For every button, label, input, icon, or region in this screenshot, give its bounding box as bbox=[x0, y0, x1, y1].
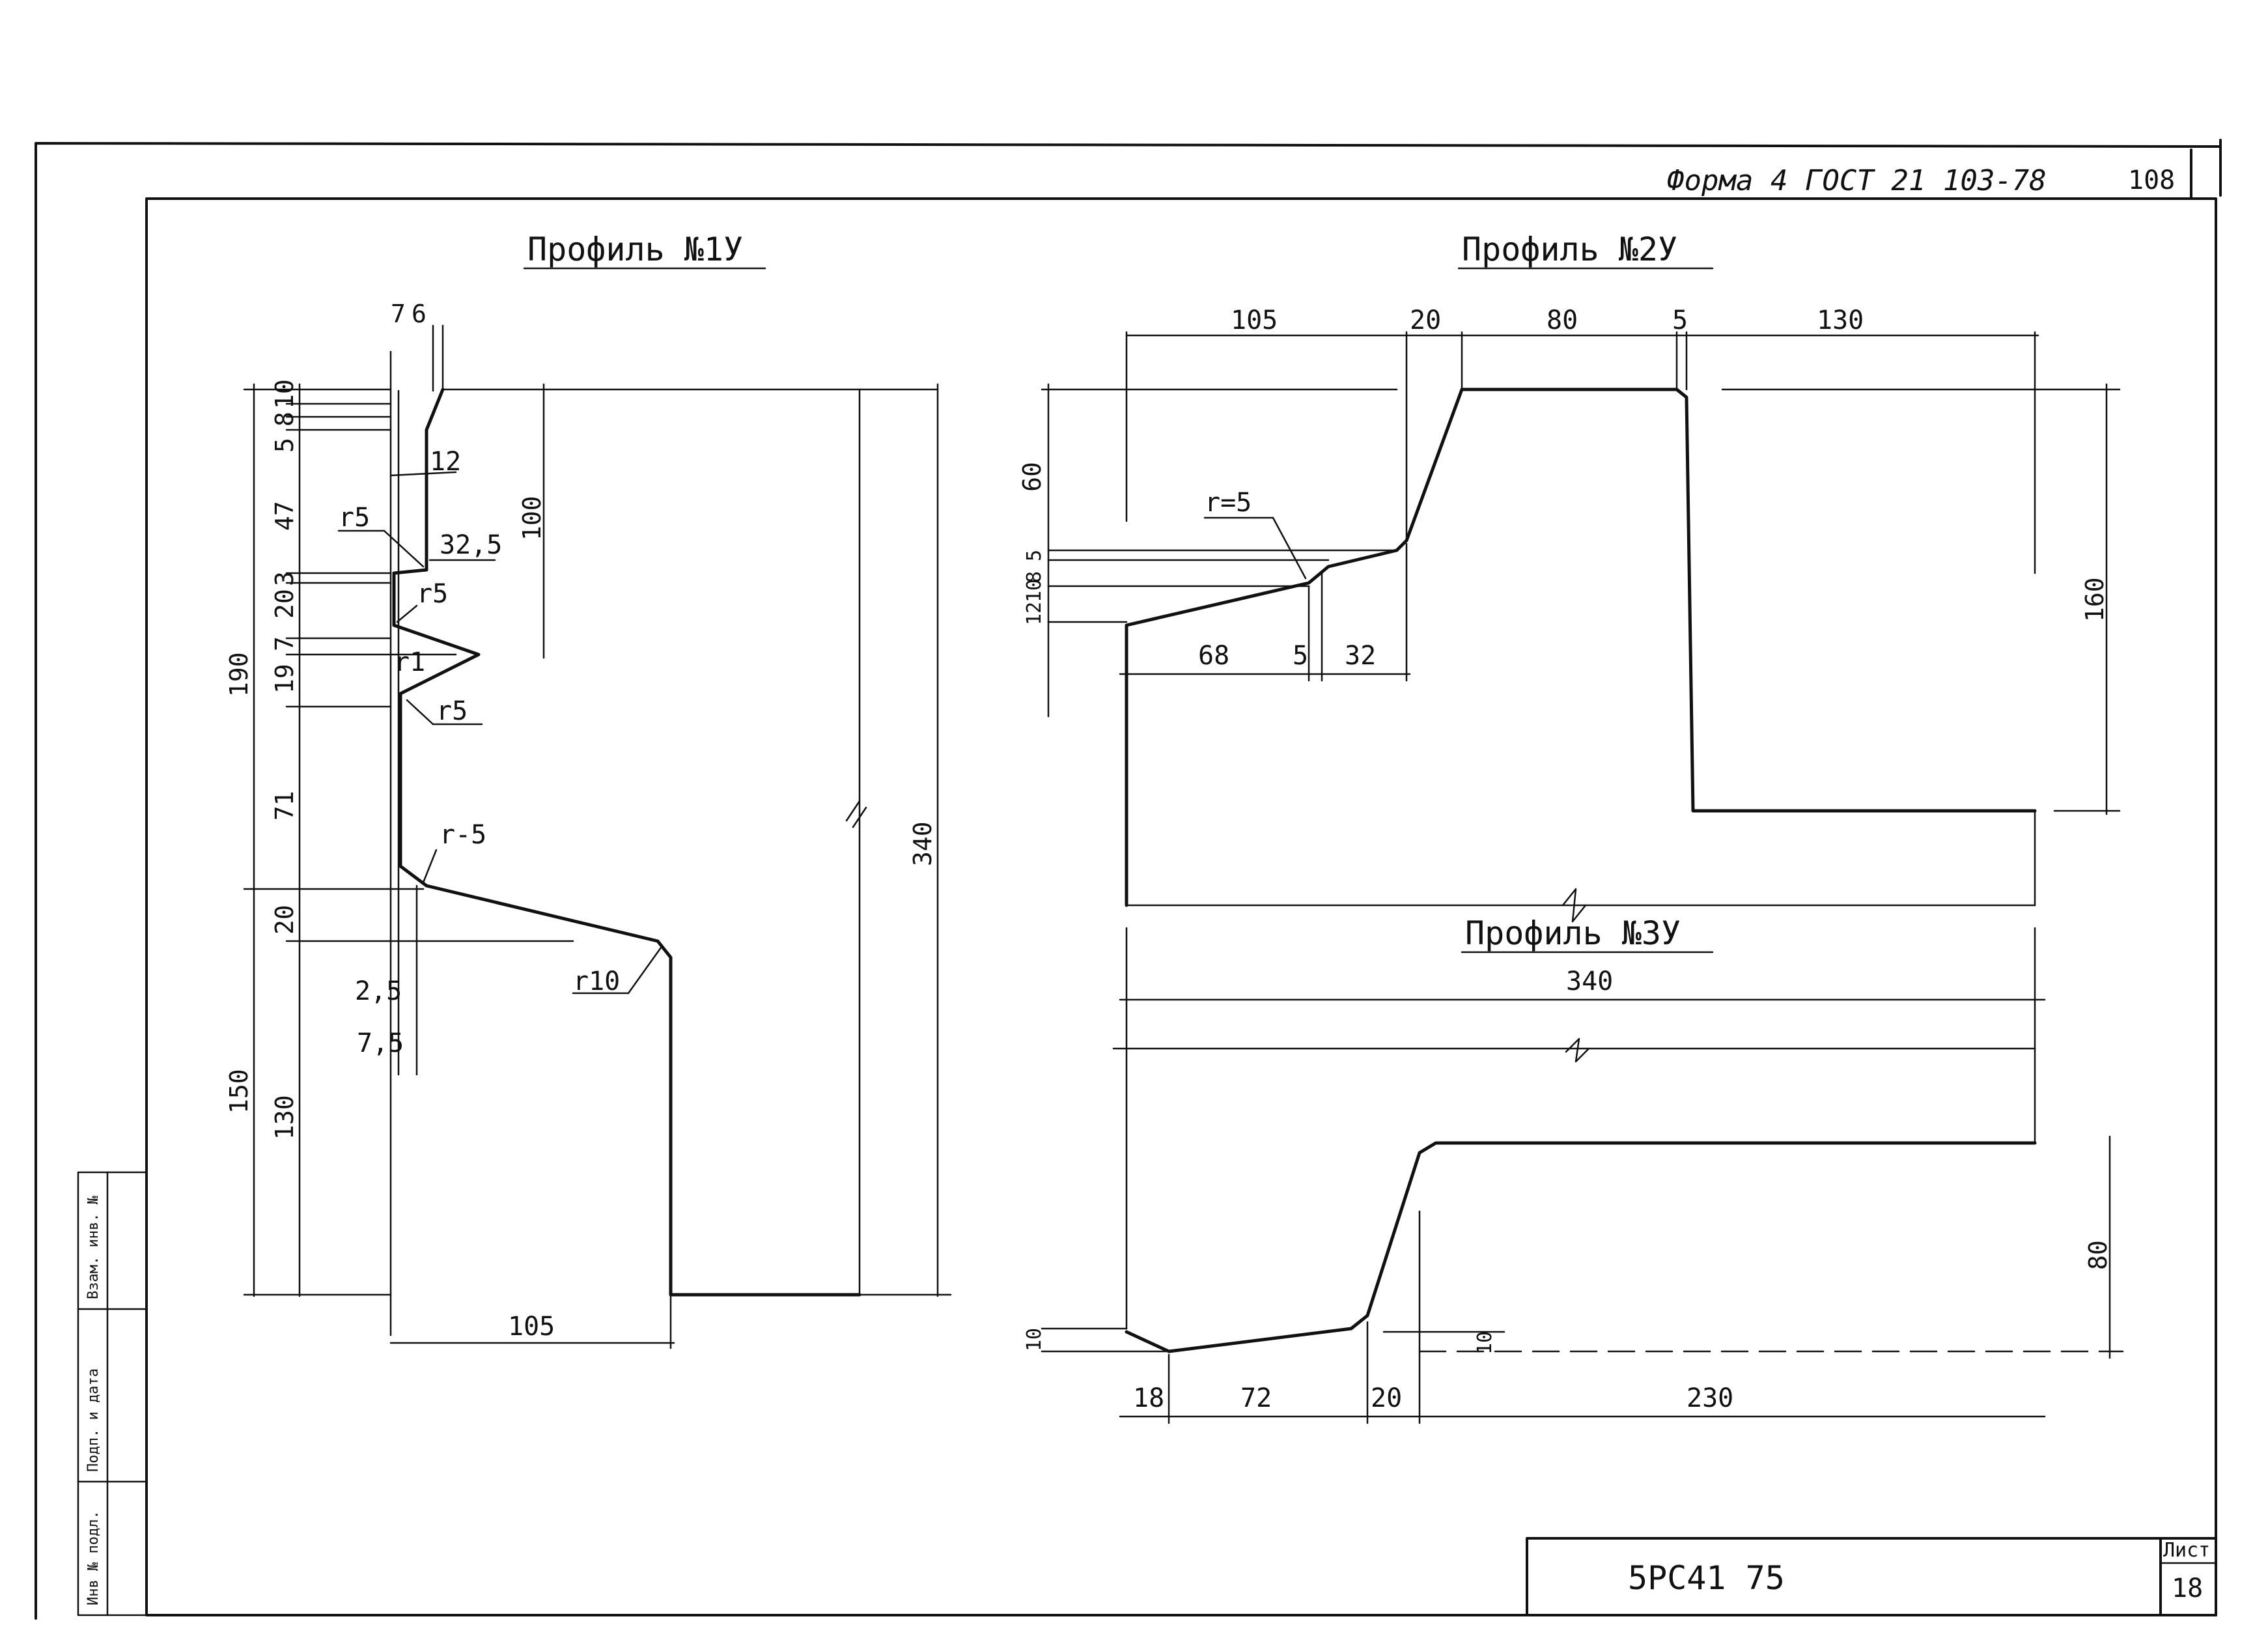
p1-radius-4: r5 bbox=[436, 696, 468, 726]
p3-dim-10-left: 10 bbox=[1023, 1328, 1046, 1351]
p2-dim-8: 8 bbox=[1023, 571, 1046, 583]
profile-3-outline bbox=[1125, 1141, 2037, 1353]
p1-radius-5: r-5 bbox=[440, 820, 486, 850]
p1-dim-150: 150 bbox=[225, 1069, 253, 1114]
stamp-sign-date: Подп. и дата bbox=[85, 1368, 102, 1472]
p1-dim-105: 105 bbox=[508, 1312, 555, 1342]
p1-radius-6: r10 bbox=[573, 966, 620, 996]
p1-radius-2: r5 bbox=[417, 579, 448, 609]
p2-dim-5-bottom: 5 bbox=[1293, 641, 1308, 671]
p3-dim-340: 340 bbox=[1566, 966, 1613, 996]
p1-dim-130: 130 bbox=[270, 1095, 299, 1140]
p2-dim-20: 20 bbox=[1410, 305, 1441, 335]
sheet-number: 18 bbox=[2172, 1573, 2203, 1603]
document-code: 5РС41 75 bbox=[1628, 1559, 1785, 1597]
p1-dim-7: 7 bbox=[270, 636, 299, 651]
p1-dim-71: 71 bbox=[270, 791, 299, 821]
break-line-1 bbox=[1561, 888, 1587, 923]
p1-dim-7-top: 7 bbox=[391, 300, 406, 328]
profile-1-title: Профиль №1У bbox=[527, 231, 743, 268]
form-note: Форма 4 ГОСТ 21 103-78 bbox=[1667, 164, 2047, 197]
p1-dim-5: 5 bbox=[270, 438, 299, 453]
p1-dim-3: 3 bbox=[270, 571, 299, 586]
inner-frame bbox=[145, 197, 2217, 1616]
profile-3: Профиль №3У 340 80 10 10 18 72 20 230 bbox=[1023, 914, 2124, 1424]
p3-dim-80: 80 bbox=[2084, 1240, 2112, 1270]
p1-dim-8: 8 bbox=[270, 412, 299, 427]
profile-2-outline bbox=[1125, 388, 2037, 907]
p1-dim-100: 100 bbox=[518, 496, 546, 541]
p1-dim-2-5: 2,5 bbox=[355, 976, 402, 1006]
profile-2: Профиль №2У 105 20 80 5 130 60 5 8 10 12… bbox=[1018, 231, 2121, 907]
p2-dim-10: 10 bbox=[1023, 579, 1046, 602]
profile-3-title: Профиль №3У bbox=[1465, 914, 1681, 952]
p2-dim-32: 32 bbox=[1345, 641, 1376, 671]
stamp-replace-inv: Взам. инв. № bbox=[85, 1196, 102, 1299]
p3-dim-72: 72 bbox=[1240, 1383, 1272, 1413]
p1-radius-1: r5 bbox=[339, 503, 370, 533]
side-stamp: Инв № подл. Подп. и дата Взам. инв. № bbox=[77, 1171, 148, 1616]
p1-dim-20b: 20 bbox=[270, 905, 299, 935]
p1-dim-20: 20 bbox=[270, 589, 299, 619]
p2-radius: r=5 bbox=[1205, 488, 1252, 518]
p1-dim-19: 19 bbox=[270, 664, 299, 694]
p2-dim-105: 105 bbox=[1231, 305, 1278, 335]
p2-dim-5: 5 bbox=[1672, 305, 1688, 335]
p3-dim-20: 20 bbox=[1371, 1383, 1402, 1413]
p1-dim-47: 47 bbox=[270, 501, 299, 531]
p3-dim-18: 18 bbox=[1133, 1383, 1164, 1413]
p1-dim-32-5: 32,5 bbox=[440, 530, 502, 560]
p1-dim-10: 10 bbox=[270, 379, 299, 409]
p2-dim-80: 80 bbox=[1547, 305, 1578, 335]
sheet-label: Лист bbox=[2163, 1539, 2210, 1562]
page-number: 108 bbox=[2128, 165, 2175, 195]
p1-dim-6-top: 6 bbox=[412, 300, 427, 328]
p2-dim-60: 60 bbox=[1018, 462, 1046, 492]
profile-1: Профиль №1У 10 8 5 47 3 20 7 bbox=[225, 231, 952, 1349]
p2-dim-68: 68 bbox=[1198, 641, 1229, 671]
profile-1-outline bbox=[392, 388, 861, 1297]
p1-dim-7-5: 7,5 bbox=[357, 1028, 404, 1058]
p3-dim-230: 230 bbox=[1687, 1383, 1733, 1413]
outer-frame bbox=[35, 139, 2222, 1620]
profile-2-title: Профиль №2У bbox=[1462, 231, 1677, 268]
p2-dim-5-left: 5 bbox=[1023, 550, 1046, 561]
p2-dim-12: 12 bbox=[1023, 602, 1046, 625]
title-block: 5РС41 75 Лист 18 bbox=[1526, 1537, 2217, 1616]
p2-dim-130: 130 bbox=[1817, 305, 1864, 335]
break-line-2 bbox=[1565, 1037, 1590, 1063]
stamp-inv-no: Инв № подл. bbox=[85, 1510, 102, 1605]
p1-dim-340: 340 bbox=[908, 821, 937, 866]
p3-dim-10-right: 10 bbox=[1474, 1331, 1496, 1355]
p1-radius-3: r1 bbox=[394, 647, 425, 677]
p1-dim-190: 190 bbox=[225, 652, 253, 697]
p2-dim-160: 160 bbox=[2080, 577, 2109, 622]
